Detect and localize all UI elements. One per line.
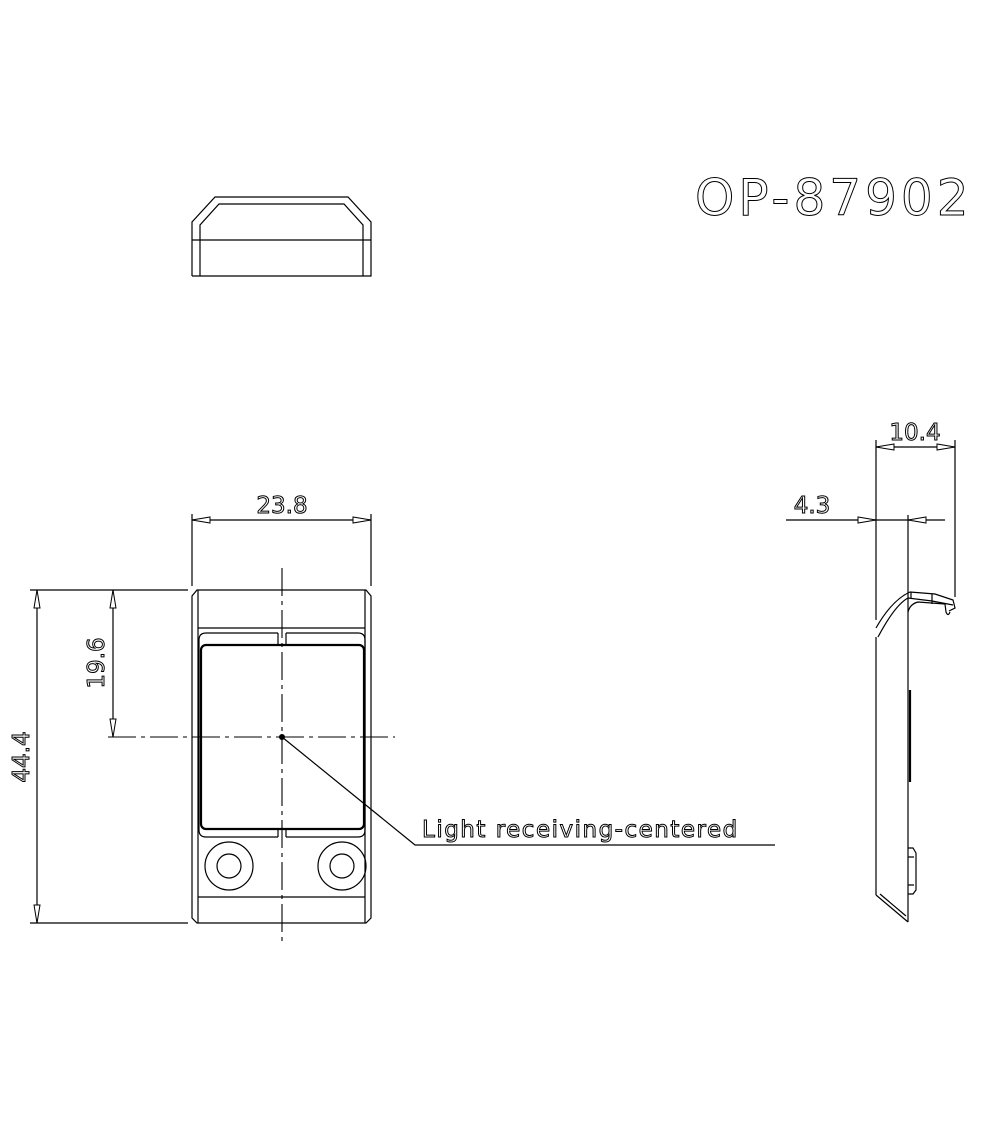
leader-line [281, 736, 775, 846]
top-view [191, 196, 372, 277]
center-height-dimension-label: 19.6 [84, 637, 110, 688]
dimension-height [30, 589, 188, 924]
front-view [108, 568, 775, 945]
dimension-width [191, 514, 372, 586]
side-view [786, 440, 956, 923]
part-number-title: OP-87902 [695, 169, 973, 227]
offset-dimension-label: 4.3 [794, 493, 831, 519]
depth-dimension-label: 10.4 [889, 420, 940, 446]
dimension-center-height [109, 589, 117, 738]
width-dimension-label: 23.8 [256, 493, 307, 519]
light-receiving-annotation: Light receiving-centered [422, 817, 739, 843]
height-dimension-label: 44.4 [9, 731, 35, 782]
